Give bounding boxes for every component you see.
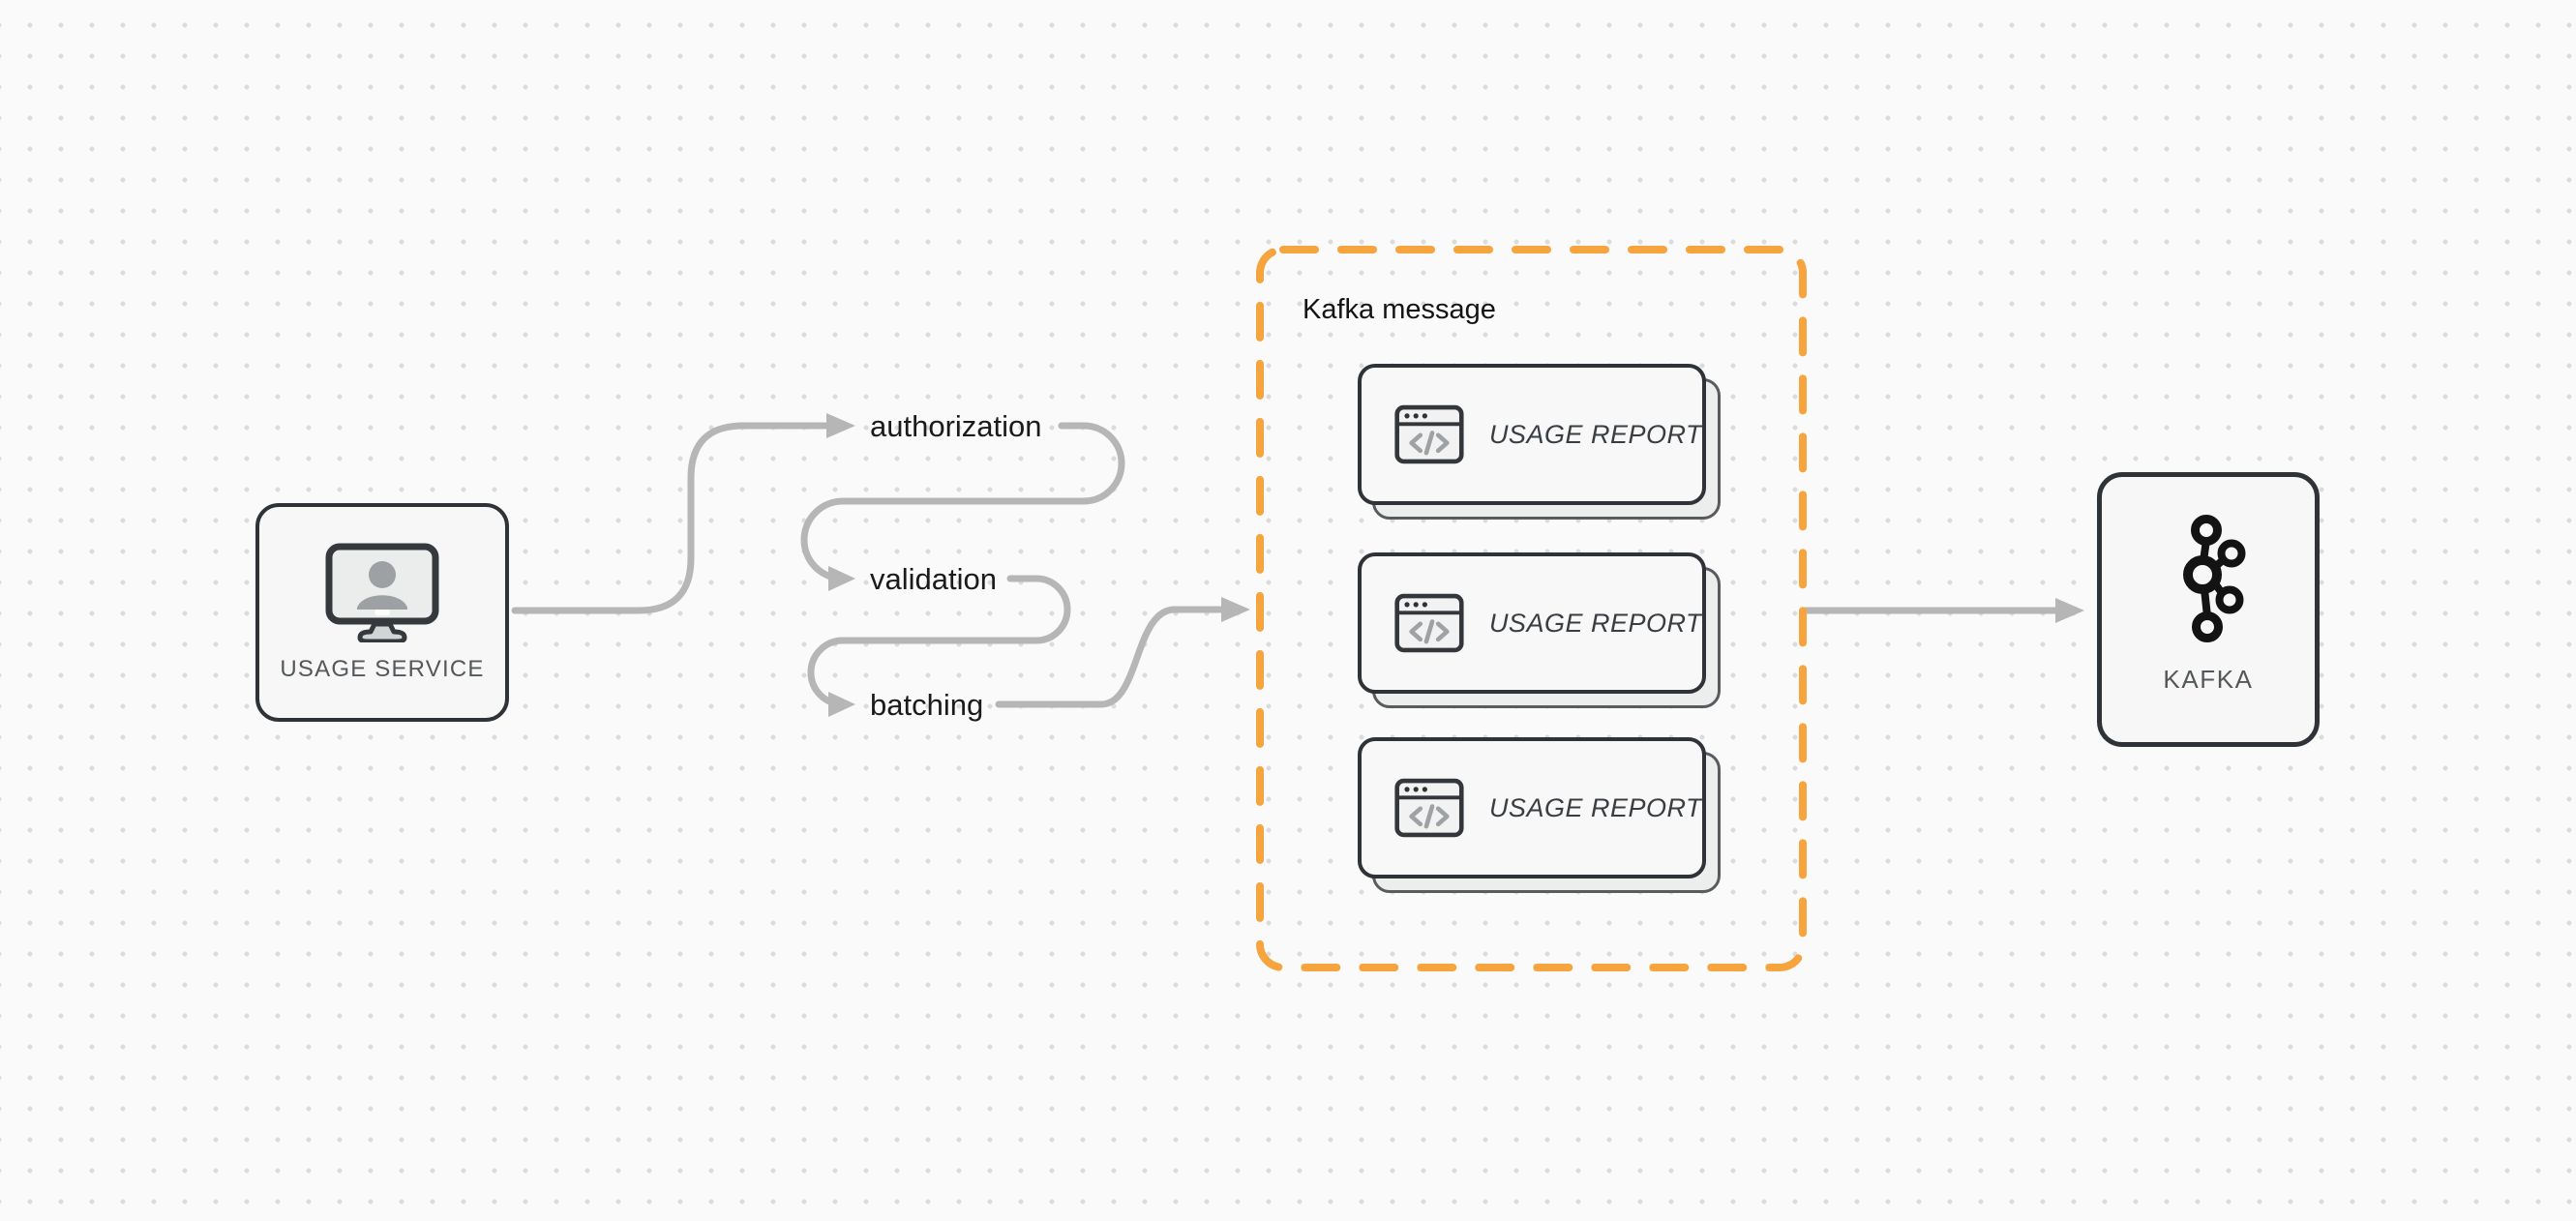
arrowhead-validation	[828, 566, 855, 591]
arrowhead-batching	[828, 692, 855, 717]
kafka-message-group-border	[1256, 246, 1807, 971]
connector-batching-to-group	[995, 606, 1225, 708]
kafka-label: KAFKA	[2163, 665, 2254, 694]
kafka-message-group-title: Kafka message	[1303, 294, 1496, 325]
step-label-batching: batching	[870, 688, 984, 722]
code-window-icon	[1394, 593, 1464, 653]
step-label-authorization: authorization	[870, 409, 1042, 443]
usage-service-node: USAGE SERVICE	[255, 503, 509, 722]
usage-report-card: USAGE REPORT	[1358, 552, 1721, 708]
connector-authorization-to-validation	[800, 422, 1125, 582]
monitor-user-icon	[325, 543, 439, 642]
usage-report-label: USAGE REPORT	[1488, 792, 1702, 822]
connector-validation-to-batching	[807, 575, 1071, 708]
arrowhead-group	[1221, 597, 1250, 622]
usage-report-card: USAGE REPORT	[1358, 737, 1721, 893]
usage-report-label: USAGE REPORT	[1488, 608, 1702, 638]
kafka-node: KAFKA	[2097, 472, 2320, 747]
arrowhead-kafka	[2055, 598, 2084, 623]
usage-report-card: USAGE REPORT	[1358, 364, 1721, 520]
code-window-icon	[1394, 778, 1464, 838]
connector-usage-to-authorization	[511, 422, 830, 614]
usage-report-label: USAGE REPORT	[1488, 419, 1702, 449]
kafka-logo-icon	[2183, 515, 2246, 642]
step-label-validation: validation	[870, 562, 997, 596]
usage-service-label: USAGE SERVICE	[280, 656, 485, 682]
code-window-icon	[1394, 404, 1464, 464]
arrowhead-authorization	[826, 413, 855, 438]
